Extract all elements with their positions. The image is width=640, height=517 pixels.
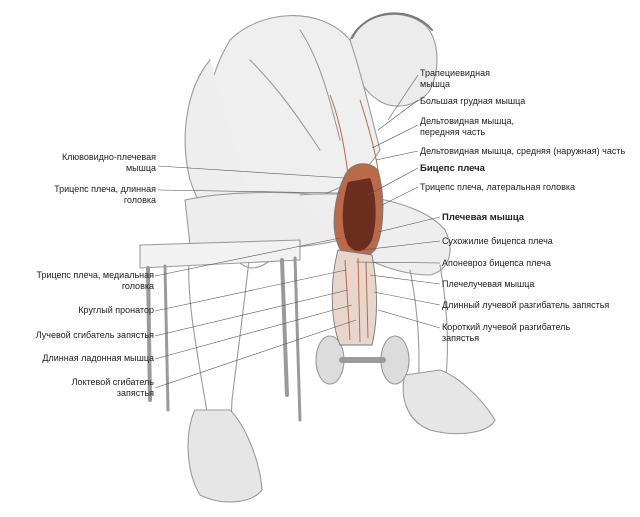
leader-fcr — [154, 289, 349, 337]
leader-lines — [154, 74, 441, 389]
leader-triceps-medial — [154, 237, 341, 277]
leader-biceps-tendon — [361, 240, 441, 251]
leader-ecrl — [373, 291, 441, 306]
label-triceps-lateral: Трицепс плеча, латеральная головка — [420, 182, 576, 192]
leader-brachioradialis — [369, 274, 441, 285]
leader-trapezius — [387, 74, 419, 121]
label-biceps: Бицепс плеча — [420, 163, 485, 174]
leader-ecrb — [377, 309, 441, 329]
label-deltoid-anterior: Дельтовидная мышца,передняя часть — [420, 116, 515, 137]
label-pectoralis-major: Большая грудная мышца — [420, 96, 526, 106]
working-arm — [329, 94, 384, 346]
leader-triceps-lateral — [381, 186, 419, 206]
label-biceps-tendon: Сухожилие бицепса плеча — [442, 236, 553, 246]
leader-pronator — [154, 269, 347, 312]
label-deltoid-middle: Дельтовидная мышца, средняя (наружная) ч… — [420, 146, 626, 156]
leader-biceps — [367, 167, 419, 196]
leader-palmaris — [154, 304, 353, 360]
label-flexor-carpi-radialis: Лучевой сгибатель запястья — [35, 330, 154, 340]
leader-fcu — [154, 319, 357, 389]
label-ext-carpi-rad-longus: Длинный лучевой разгибатель запястья — [442, 300, 610, 310]
label-brachioradialis: Плечелучевая мышца — [442, 279, 535, 289]
leader-pectoralis — [377, 99, 419, 131]
label-bicipital-aponeurosis: Апоневроз бицепса плеча — [442, 258, 551, 268]
label-brachialis: Плечевая мышца — [442, 212, 525, 223]
biceps-highlight — [342, 178, 376, 252]
figure-sketch — [139, 12, 496, 503]
label-palmaris-longus: Длинная ладонная мышца — [42, 353, 154, 363]
leader-brachialis — [377, 216, 441, 233]
leader-triceps-long — [157, 189, 341, 194]
label-pronator-teres: Круглый пронатор — [78, 305, 154, 315]
leader-deltoid-middle — [375, 150, 419, 161]
leader-aponeurosis — [355, 261, 441, 264]
leader-coracobrachialis — [157, 165, 346, 179]
leader-deltoid-anterior — [371, 124, 419, 149]
